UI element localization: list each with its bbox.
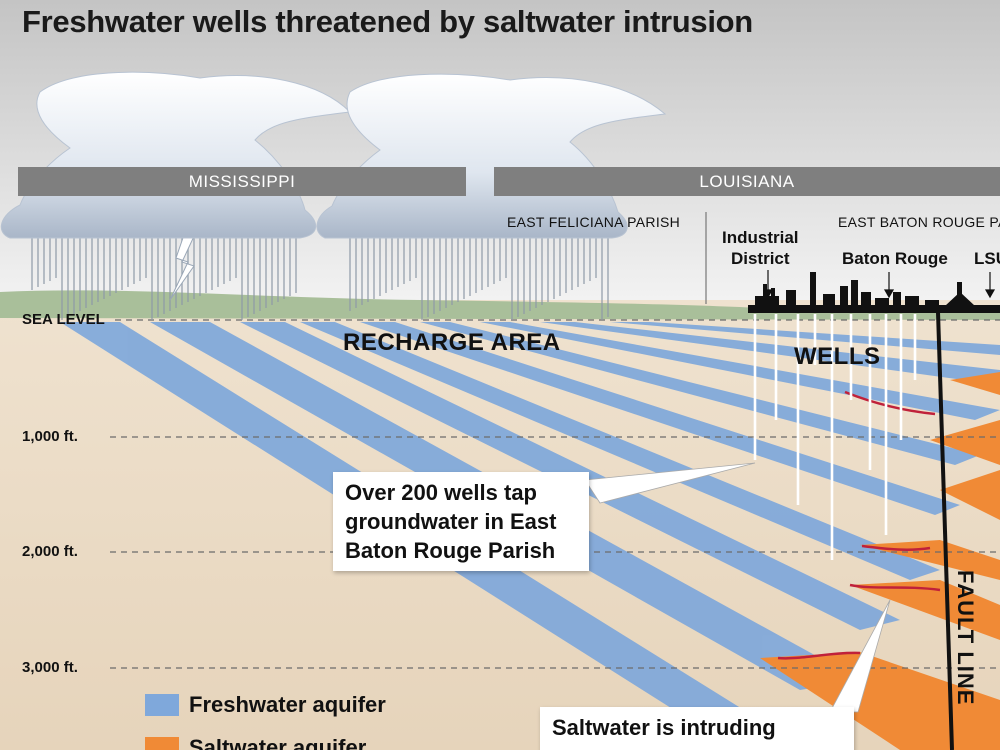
- place-label-baton-rouge: Baton Rouge: [842, 249, 948, 268]
- depth-label-sea-level: SEA LEVEL: [22, 311, 105, 328]
- depth-label-1000: 1,000 ft.: [22, 428, 78, 445]
- saltwater-aquifer-band: [940, 470, 1000, 520]
- legend-item-freshwater: Freshwater aquifer: [145, 692, 386, 718]
- parish-label-east-baton-rouge: EAST BATON ROUGE PA: [838, 214, 1000, 230]
- freshwater-aquifer-band: [360, 322, 960, 515]
- freshwater-aquifer-band: [300, 322, 940, 580]
- intrusion-front: [861, 544, 931, 551]
- place-label-industrial-district: Industrial District: [722, 228, 799, 268]
- recharge-area-label: RECHARGE AREA: [343, 329, 561, 356]
- callout-wells-note: Over 200 wells tap groundwater in East B…: [333, 472, 589, 571]
- depth-label-2000: 2,000 ft.: [22, 543, 78, 560]
- wells-label: WELLS: [794, 343, 881, 370]
- intrusion-front: [777, 651, 861, 660]
- callout-pointer-wells: [584, 462, 756, 504]
- intrusion-front: [849, 583, 941, 592]
- place-label-lsu: LSU: [974, 249, 1000, 268]
- saltwater-aquifer-band: [950, 372, 1000, 395]
- state-label-louisiana: LOUISIANA: [494, 167, 1000, 196]
- saltwater-aquifer-band: [930, 420, 1000, 465]
- saltwater-aquifer-band: [760, 652, 1000, 750]
- parish-label-east-feliciana: EAST FELICIANA PARISH: [507, 214, 681, 230]
- fault-line-label: FAULT LINE: [953, 570, 978, 706]
- fault-line: [936, 311, 954, 750]
- city-skyline: [748, 272, 1000, 313]
- wells-group: [753, 314, 917, 560]
- freshwater-aquifer-band: [610, 322, 1000, 355]
- legend-swatch-freshwater: [145, 694, 179, 716]
- rain: [31, 236, 609, 320]
- saltwater-aquifer-band: [850, 580, 1000, 640]
- state-label-mississippi: MISSISSIPPI: [18, 167, 466, 196]
- freshwater-aquifer-band: [420, 322, 980, 465]
- callout-saltwater-note: Saltwater is intruding: [540, 707, 854, 750]
- legend-item-saltwater: Saltwater aquifer: [145, 735, 366, 750]
- legend-swatch-saltwater: [145, 737, 179, 750]
- depth-label-3000: 3,000 ft.: [22, 659, 78, 676]
- page-title: Freshwater wells threatened by saltwater…: [22, 4, 753, 39]
